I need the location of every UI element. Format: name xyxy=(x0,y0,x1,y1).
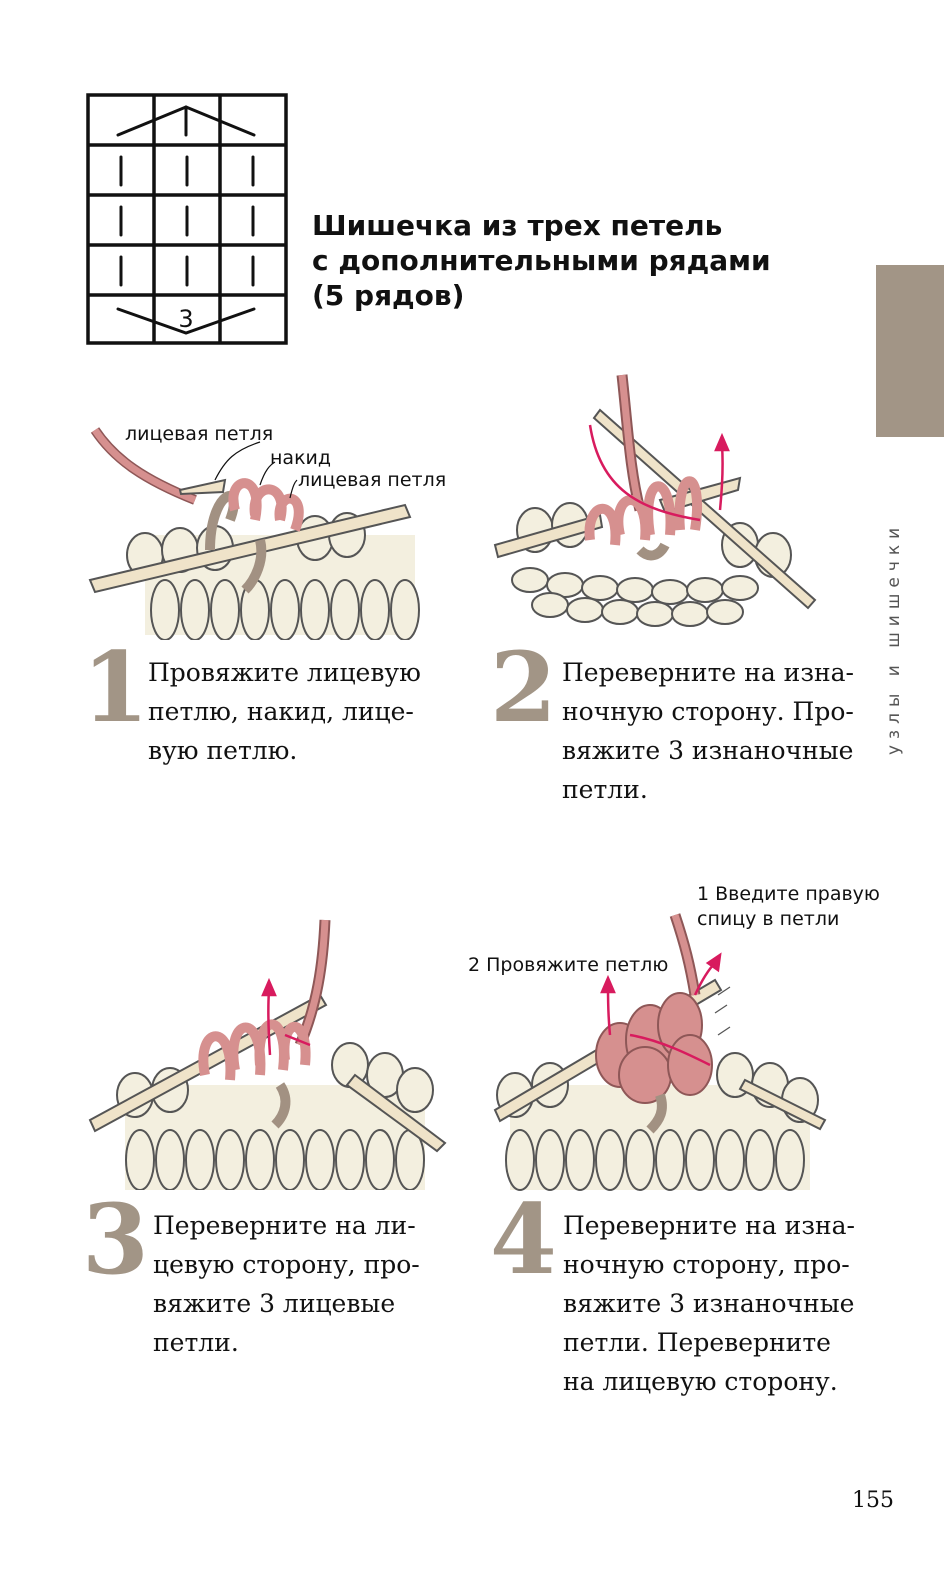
step-4-label-insert-line-1: 1 Введите правую xyxy=(697,883,880,905)
step-line: петли. xyxy=(153,1328,239,1357)
step-4-number: 4 xyxy=(490,1183,557,1296)
chapter-tab xyxy=(876,265,944,437)
step-line: Переверните на изна- xyxy=(562,658,854,687)
step-4-text: Переверните на изна- ночную сторону, про… xyxy=(563,1206,855,1401)
step-line: вяжите 3 лицевые xyxy=(153,1289,396,1318)
step-1-label-knit-2: лицевая петля xyxy=(298,469,447,491)
step-line: вяжите 3 изнаночные xyxy=(562,736,854,765)
step-1-label-knit: лицевая петля xyxy=(125,423,274,445)
step-line: петли. Переверните xyxy=(563,1328,831,1357)
step-line: ночную сторону. Про- xyxy=(562,697,854,726)
step-line: петлю, накид, лице- xyxy=(148,697,414,726)
step-line: вую петлю. xyxy=(148,736,298,765)
page-title: Шишечка из трех петель с дополнительными… xyxy=(312,208,832,313)
title-line: (5 рядов) xyxy=(312,279,465,312)
step-line: цевую сторону, про- xyxy=(153,1250,420,1279)
step-1-illustration xyxy=(88,427,420,640)
step-2-number: 2 xyxy=(490,631,557,744)
step-2-text: Переверните на изна- ночную сторону. Про… xyxy=(562,653,854,809)
step-line: петли. xyxy=(562,775,648,804)
chart-symbol-number: 3 xyxy=(178,305,193,333)
step-4-illustration xyxy=(493,913,827,1191)
step-line: вяжите 3 изнаночные xyxy=(563,1289,855,1318)
knitting-chart: 3 xyxy=(86,93,288,345)
chapter-label: узлы и шишечки xyxy=(884,521,904,755)
step-1-label-yarn-over: накид xyxy=(270,447,332,469)
step-3-number: 3 xyxy=(82,1183,149,1296)
step-2-illustration xyxy=(493,374,817,627)
step-3-illustration xyxy=(88,919,447,1190)
step-4-label-knit-loop: 2 Провяжите петлю xyxy=(468,954,669,976)
step-3-text: Переверните на ли- цевую сторону, про- в… xyxy=(153,1206,420,1362)
step-line: Переверните на изна- xyxy=(563,1211,855,1240)
step-4-label-insert-line-2: спицу в петли xyxy=(697,908,840,930)
step-1-text: Провяжите лицевую петлю, накид, лице- ву… xyxy=(148,653,421,770)
step-line: на лицевую сторону. xyxy=(563,1367,838,1396)
title-line: Шишечка из трех петель xyxy=(312,209,723,242)
step-1-number: 1 xyxy=(82,631,149,744)
page-number: 155 xyxy=(852,1488,894,1513)
step-line: Провяжите лицевую xyxy=(148,658,421,687)
step-line: ночную сторону, про- xyxy=(563,1250,850,1279)
step-line: Переверните на ли- xyxy=(153,1211,416,1240)
title-line: с дополнительными рядами xyxy=(312,244,771,277)
